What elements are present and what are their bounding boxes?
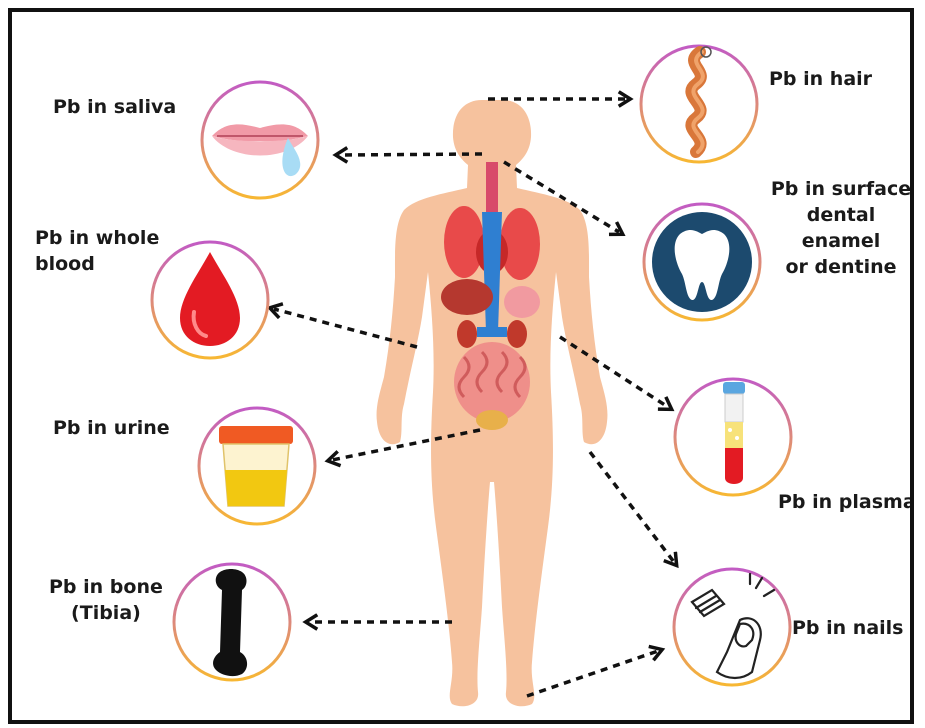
label-blood-line2: blood bbox=[35, 251, 159, 277]
blood-circle bbox=[152, 242, 268, 358]
label-plasma: Pb in plasma bbox=[778, 489, 914, 515]
label-dental-line1: Pb in surface bbox=[766, 176, 914, 202]
arrow-nails-from-hand bbox=[590, 452, 674, 562]
label-saliva: Pb in saliva bbox=[53, 94, 176, 120]
plasma-circle bbox=[675, 379, 791, 495]
label-dental: Pb in surface dental enamel or dentine bbox=[766, 176, 914, 280]
label-dental-line2: dental enamel bbox=[766, 202, 914, 254]
label-bone-line1: Pb in bone bbox=[49, 574, 163, 600]
label-urine: Pb in urine bbox=[53, 415, 170, 441]
bone-circle bbox=[174, 564, 290, 680]
nails-circle bbox=[674, 569, 790, 685]
saliva-circle bbox=[202, 82, 318, 198]
label-bone-line2: (Tibia) bbox=[49, 600, 163, 626]
label-dental-line3: or dentine bbox=[766, 254, 914, 280]
arrow-nails-from-foot bbox=[527, 651, 658, 696]
label-hair: Pb in hair bbox=[769, 66, 872, 92]
hair-circle bbox=[641, 46, 757, 162]
label-nails: Pb in nails bbox=[792, 615, 903, 641]
test-tube-icon bbox=[723, 382, 745, 484]
label-blood: Pb in whole blood bbox=[35, 225, 159, 277]
human-body bbox=[377, 100, 608, 706]
label-blood-line1: Pb in whole bbox=[35, 225, 159, 251]
diagram-frame: Pb in saliva Pb in hair Pb in surface de… bbox=[8, 8, 914, 724]
label-bone: Pb in bone (Tibia) bbox=[49, 574, 163, 626]
urine-cup-icon bbox=[219, 426, 293, 506]
dental-circle bbox=[644, 204, 760, 320]
urine-circle bbox=[199, 408, 315, 524]
